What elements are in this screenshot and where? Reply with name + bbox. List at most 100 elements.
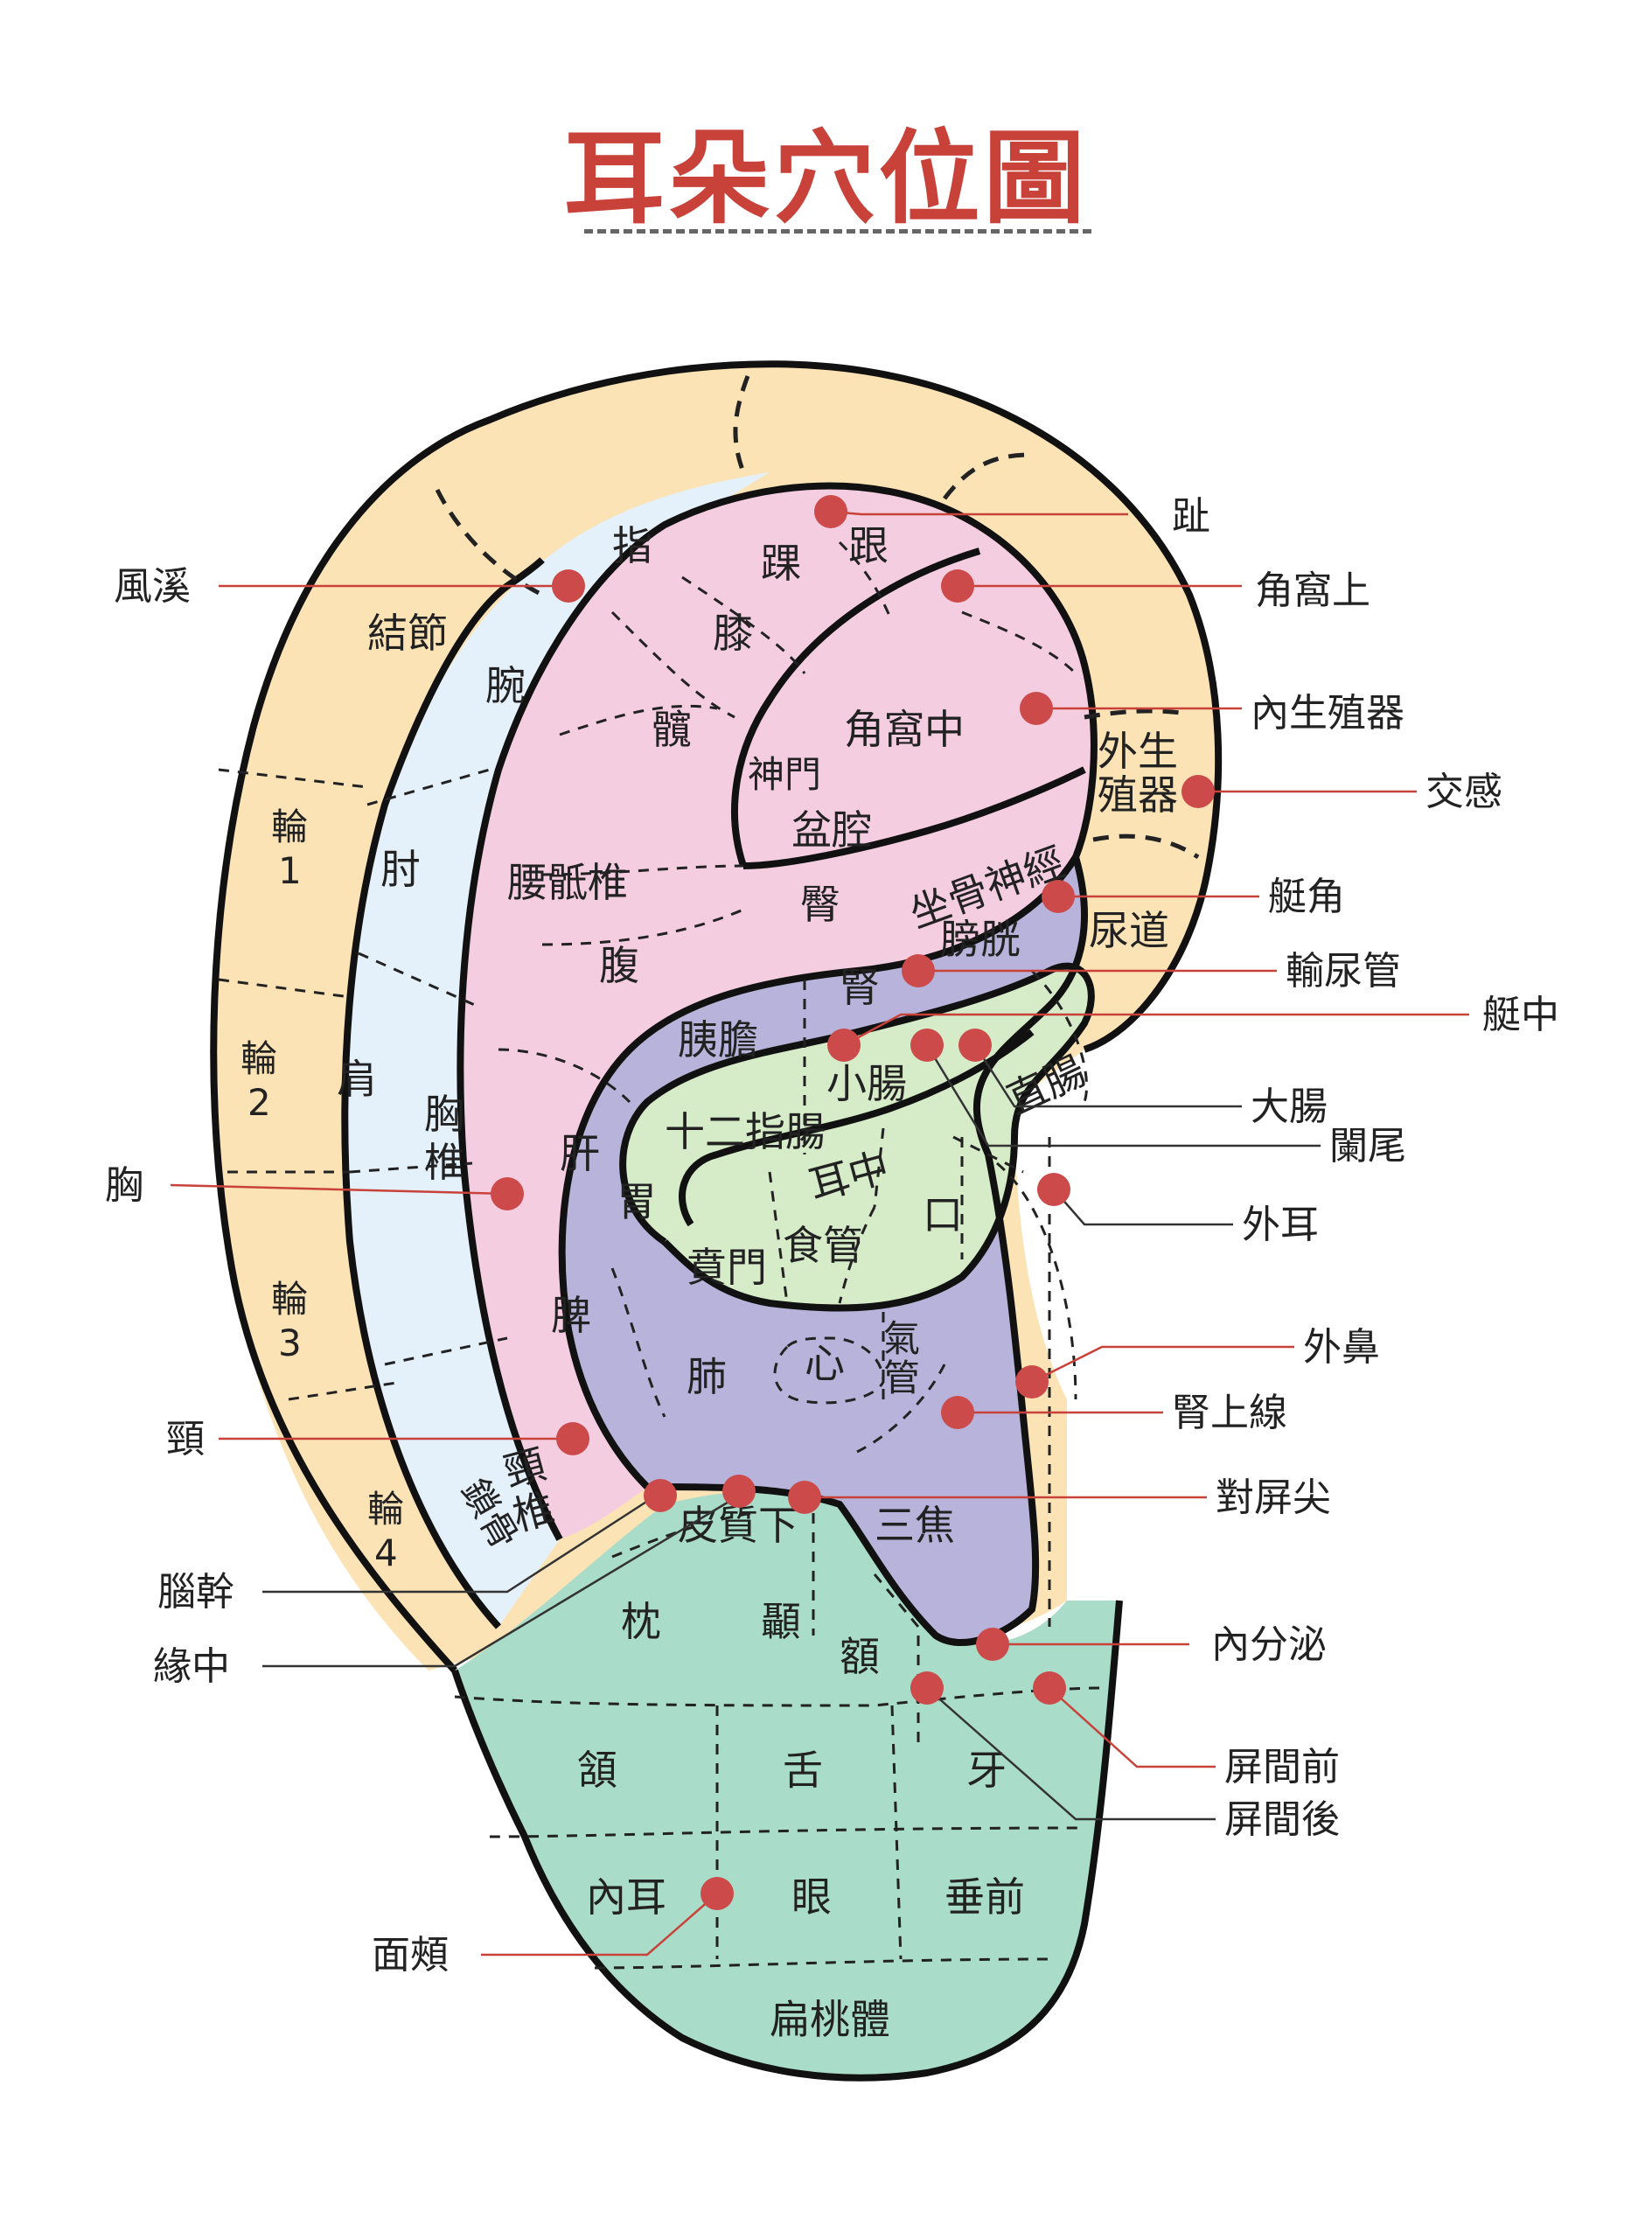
label-lun2-b: 2: [247, 1081, 271, 1124]
title-divider: [584, 229, 1091, 234]
label-zhi-finger: 指: [612, 522, 652, 569]
label-tun: 臀: [800, 881, 840, 928]
label-waishengzhiqi-b: 殖器: [1098, 771, 1178, 819]
label-xiongzhui-b: 椎: [424, 1139, 464, 1186]
point-neishengzhiqi: [1020, 692, 1053, 725]
callout-dachang: 大腸: [1251, 1085, 1328, 1129]
label-jiejie: 結節: [367, 610, 448, 657]
label-jian: 肩: [337, 1056, 377, 1103]
label-e: 額: [840, 1633, 880, 1680]
label-fei: 肺: [687, 1353, 727, 1400]
label-zhou: 肘: [380, 846, 421, 893]
label-biantaoti: 扁桃體: [770, 1996, 890, 2043]
label-yaodizhui: 腰骶椎: [507, 859, 628, 906]
callout-fengxi: 風溪: [114, 564, 191, 609]
label-qiguan-a: 氣: [883, 1317, 920, 1360]
label-fu: 腹: [599, 942, 639, 989]
callout-mianjia: 面頰: [372, 1933, 449, 1977]
point-jiaogan: [1181, 775, 1215, 808]
point-tingzhong: [827, 1029, 861, 1062]
label-shiguan: 食管: [783, 1222, 863, 1269]
antihelix-region: [460, 485, 1094, 1539]
point-waibi: [1015, 1365, 1049, 1399]
label-lun4-a: 輪: [367, 1488, 404, 1531]
ear-outer-outline: [210, 360, 1223, 1673]
point-yuanzhong: [722, 1475, 756, 1508]
label-pangguang: 膀胱: [940, 916, 1021, 963]
label-lun3-b: 3: [278, 1322, 302, 1364]
label-wei: 胃: [617, 1178, 657, 1225]
point-lanwei: [910, 1029, 944, 1062]
label-kuan: 髖: [652, 706, 692, 753]
point-naogan: [644, 1479, 677, 1512]
label-neier: 內耳: [586, 1873, 666, 1921]
lobe-region: [455, 1491, 1119, 2078]
label-ya: 牙: [966, 1747, 1007, 1794]
callout-pingjianqian: 屏間前: [1224, 1745, 1340, 1789]
point-pingjianhou: [910, 1671, 944, 1705]
label-pizhixia: 皮質下: [678, 1502, 798, 1549]
label-she: 舌: [783, 1747, 823, 1794]
point-fengxi: [552, 569, 585, 603]
scapha-outline: [341, 557, 545, 1629]
label-yan: 眼: [791, 1873, 832, 1921]
callout-shenshangxian: 腎上線: [1172, 1391, 1287, 1435]
callout-waibi: 外鼻: [1303, 1325, 1380, 1370]
point-mianjia: [701, 1877, 734, 1910]
label-xin: 心: [805, 1340, 845, 1387]
callout-neifenmi: 內分泌: [1211, 1622, 1327, 1667]
label-he: 頷: [577, 1747, 617, 1794]
label-lun4-b: 4: [374, 1531, 398, 1574]
region-dividers: [218, 375, 1200, 1970]
antihelix-outline: [457, 482, 1098, 1541]
point-duipingjian: [788, 1481, 821, 1514]
point-xiong: [491, 1177, 524, 1210]
callout-duipingjian: 對屏尖: [1216, 1475, 1331, 1520]
point-tingjiao: [1042, 880, 1075, 913]
label-lun1-a: 輪: [271, 806, 308, 848]
label-gan: 肝: [560, 1130, 600, 1177]
inner-concha-outline: [619, 962, 1095, 1312]
point-shuniaoguan: [902, 954, 935, 987]
point-zhi: [814, 495, 847, 528]
page-title: 耳朵穴位圖: [563, 120, 1089, 238]
label-shierzhichang: 十二指腸: [665, 1108, 826, 1155]
fossa-outline: [731, 548, 1086, 869]
label-qiguan-b: 管: [883, 1357, 920, 1399]
callout-zhi: 趾: [1172, 494, 1210, 539]
label-penqiang: 盆腔: [791, 806, 872, 854]
acupoint-markers: [491, 495, 1215, 1910]
point-pingjianqian: [1033, 1671, 1066, 1705]
callout-xiong: 胸: [105, 1163, 143, 1208]
label-huai: 踝: [761, 540, 801, 587]
point-shenshangxian: [941, 1396, 974, 1429]
point-waier: [1037, 1173, 1070, 1206]
label-xiongzhui-a: 胸: [424, 1091, 464, 1138]
label-xiaochang: 小腸: [826, 1060, 907, 1107]
label-lun1-b: 1: [278, 849, 302, 892]
crus-helix-outline: [679, 1029, 1035, 1227]
callout-labels: 趾 角窩上 內生殖器 交感 艇角 輸尿管 艇中 大腸 闌尾 外耳 外鼻 腎上線 …: [105, 494, 1559, 1977]
callout-neishengzhiqi: 內生殖器: [1251, 691, 1405, 736]
label-kou: 口: [923, 1191, 963, 1238]
point-jiaowoshang: [941, 569, 974, 603]
scapha-region: [345, 472, 770, 1627]
callout-tingjiao: 艇角: [1268, 875, 1345, 919]
lobe-outline: [451, 1600, 1123, 2082]
concha-outline: [558, 848, 1088, 1646]
label-sanjiao: 三焦: [875, 1502, 955, 1549]
label-shenmen: 神門: [748, 753, 821, 796]
point-neifenmi: [976, 1628, 1009, 1661]
label-xi: 膝: [713, 610, 753, 657]
callout-jiaogan: 交感: [1425, 770, 1502, 814]
label-jiaowozhong: 角窩中: [844, 706, 965, 753]
callout-waier: 外耳: [1242, 1203, 1319, 1247]
label-gen: 跟: [848, 522, 889, 569]
label-lun2-a: 輪: [240, 1037, 277, 1080]
callout-lanwei: 闌尾: [1329, 1124, 1406, 1168]
leader-lines: [170, 510, 1469, 1957]
callout-pingjianhou: 屏間後: [1224, 1797, 1340, 1842]
label-benmen: 賁門: [687, 1244, 767, 1291]
